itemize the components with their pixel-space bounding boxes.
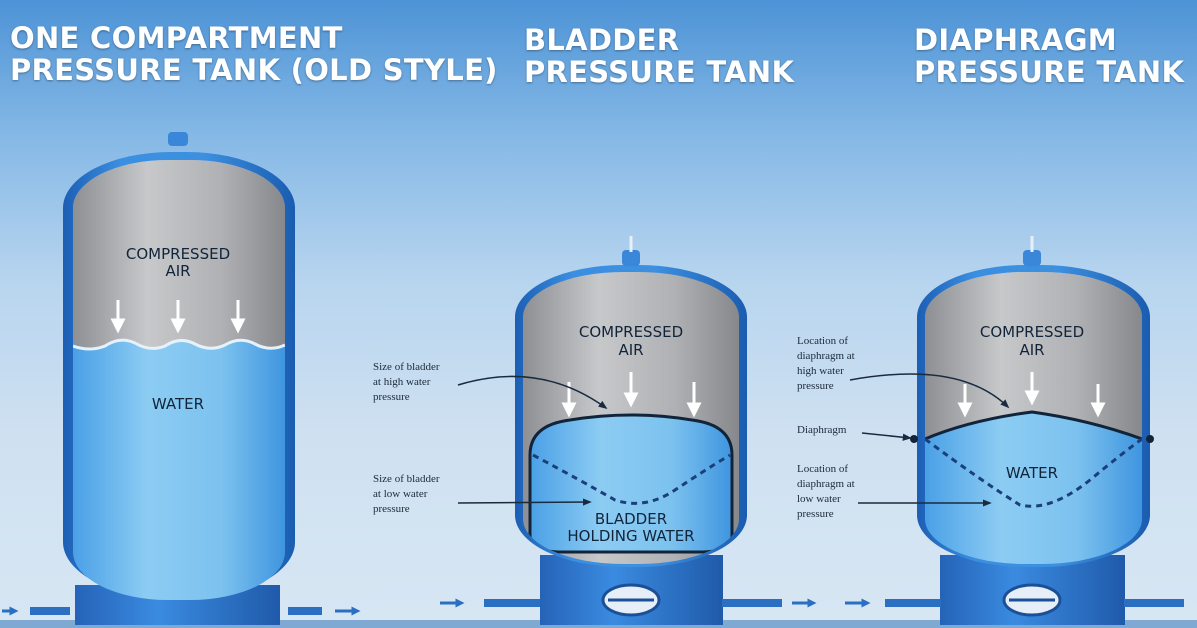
tank3-air-label-2: AIR — [1019, 341, 1044, 359]
tank3-air — [925, 272, 1142, 439]
tank3-diaphragm-low-outline — [925, 437, 1142, 508]
tank1-air-label-1: COMPRESSED — [126, 245, 230, 263]
annotation-line: pressure — [797, 380, 834, 392]
tank1-air-label-2: AIR — [165, 262, 190, 280]
annotation-arrow-icon — [849, 373, 1010, 409]
tank2-bladder-low-outline — [532, 453, 731, 505]
annotation-line: high water — [797, 365, 844, 377]
tank3-air-label-1: COMPRESSED — [980, 323, 1084, 341]
annotation-line: Size of bladder — [373, 473, 440, 485]
tank1-water-label: WATER — [152, 395, 204, 413]
tank3-diaphragm-line — [925, 410, 1142, 441]
annotation-line: pressure — [797, 508, 834, 520]
tank2-valve-icon — [622, 250, 640, 266]
tank2-pipes — [440, 598, 817, 608]
title-bladder-tank: BLADDER PRESSURE TANK — [524, 24, 794, 88]
tank2-annotation-low: Size of bladder at low water pressure — [373, 473, 592, 515]
annotation-line: Location of — [797, 335, 848, 347]
title-line: PRESSURE TANK (OLD STYLE) — [10, 53, 498, 87]
tank2-air-label-2: AIR — [618, 341, 643, 359]
title-line: PRESSURE TANK — [524, 55, 795, 89]
annotation-line: Size of bladder — [373, 361, 440, 373]
tank-bladder: COMPRESSED AIR BLADDER HOLDING WATER — [515, 236, 747, 625]
tank2-air-label-1: COMPRESSED — [579, 323, 683, 341]
annotation-line: diaphragm at — [797, 478, 855, 490]
tank-one-compartment: COMPRESSED AIR WATER — [63, 132, 295, 625]
tank1-air — [73, 160, 285, 349]
annotation-arrow-icon — [861, 432, 912, 441]
annotation-line: pressure — [373, 391, 410, 403]
tank2-water-label-2: HOLDING WATER — [567, 527, 694, 545]
title-line: DIAPHRAGM — [914, 23, 1117, 57]
title-line: BLADDER — [524, 23, 680, 57]
title-diaphragm-tank: DIAPHRAGM PRESSURE TANK — [914, 24, 1184, 88]
title-line: PRESSURE TANK — [914, 55, 1185, 89]
annotation-line: at low water — [373, 488, 428, 500]
annotation-line: Location of — [797, 463, 848, 475]
tank3-annotation-mid: Diaphragm — [797, 424, 912, 441]
tank2-water-label-1: BLADDER — [595, 510, 667, 528]
tank-diaphragm: COMPRESSED AIR WATER — [910, 236, 1154, 625]
annotation-line: low water — [797, 493, 841, 505]
annotation-line: diaphragm at — [797, 350, 855, 362]
tank3-annotation-low: Location of diaphragm at low water press… — [797, 463, 992, 520]
tank3-pipes — [845, 598, 1184, 608]
annotation-line: pressure — [373, 503, 410, 515]
tank2-annotation-high: Size of bladder at high water pressure — [373, 361, 608, 410]
annotation-arrow-icon — [457, 498, 592, 506]
annotation-line: Diaphragm — [797, 424, 847, 436]
annotation-arrow-icon — [457, 375, 608, 410]
annotation-line: at high water — [373, 376, 431, 388]
title-line: ONE COMPARTMENT — [10, 21, 343, 55]
tank3-valve-icon — [1023, 250, 1041, 266]
tank1-pipes — [2, 606, 361, 616]
tank2-bladder — [528, 413, 734, 554]
title-one-compartment-tank: ONE COMPARTMENT PRESSURE TANK (OLD STYLE… — [10, 22, 498, 86]
tank3-annotation-high: Location of diaphragm at high water pres… — [797, 335, 1010, 409]
tank1-valve-icon — [168, 132, 188, 146]
tank1-water-surface — [73, 338, 285, 351]
tank3-water-label: WATER — [1006, 464, 1058, 482]
